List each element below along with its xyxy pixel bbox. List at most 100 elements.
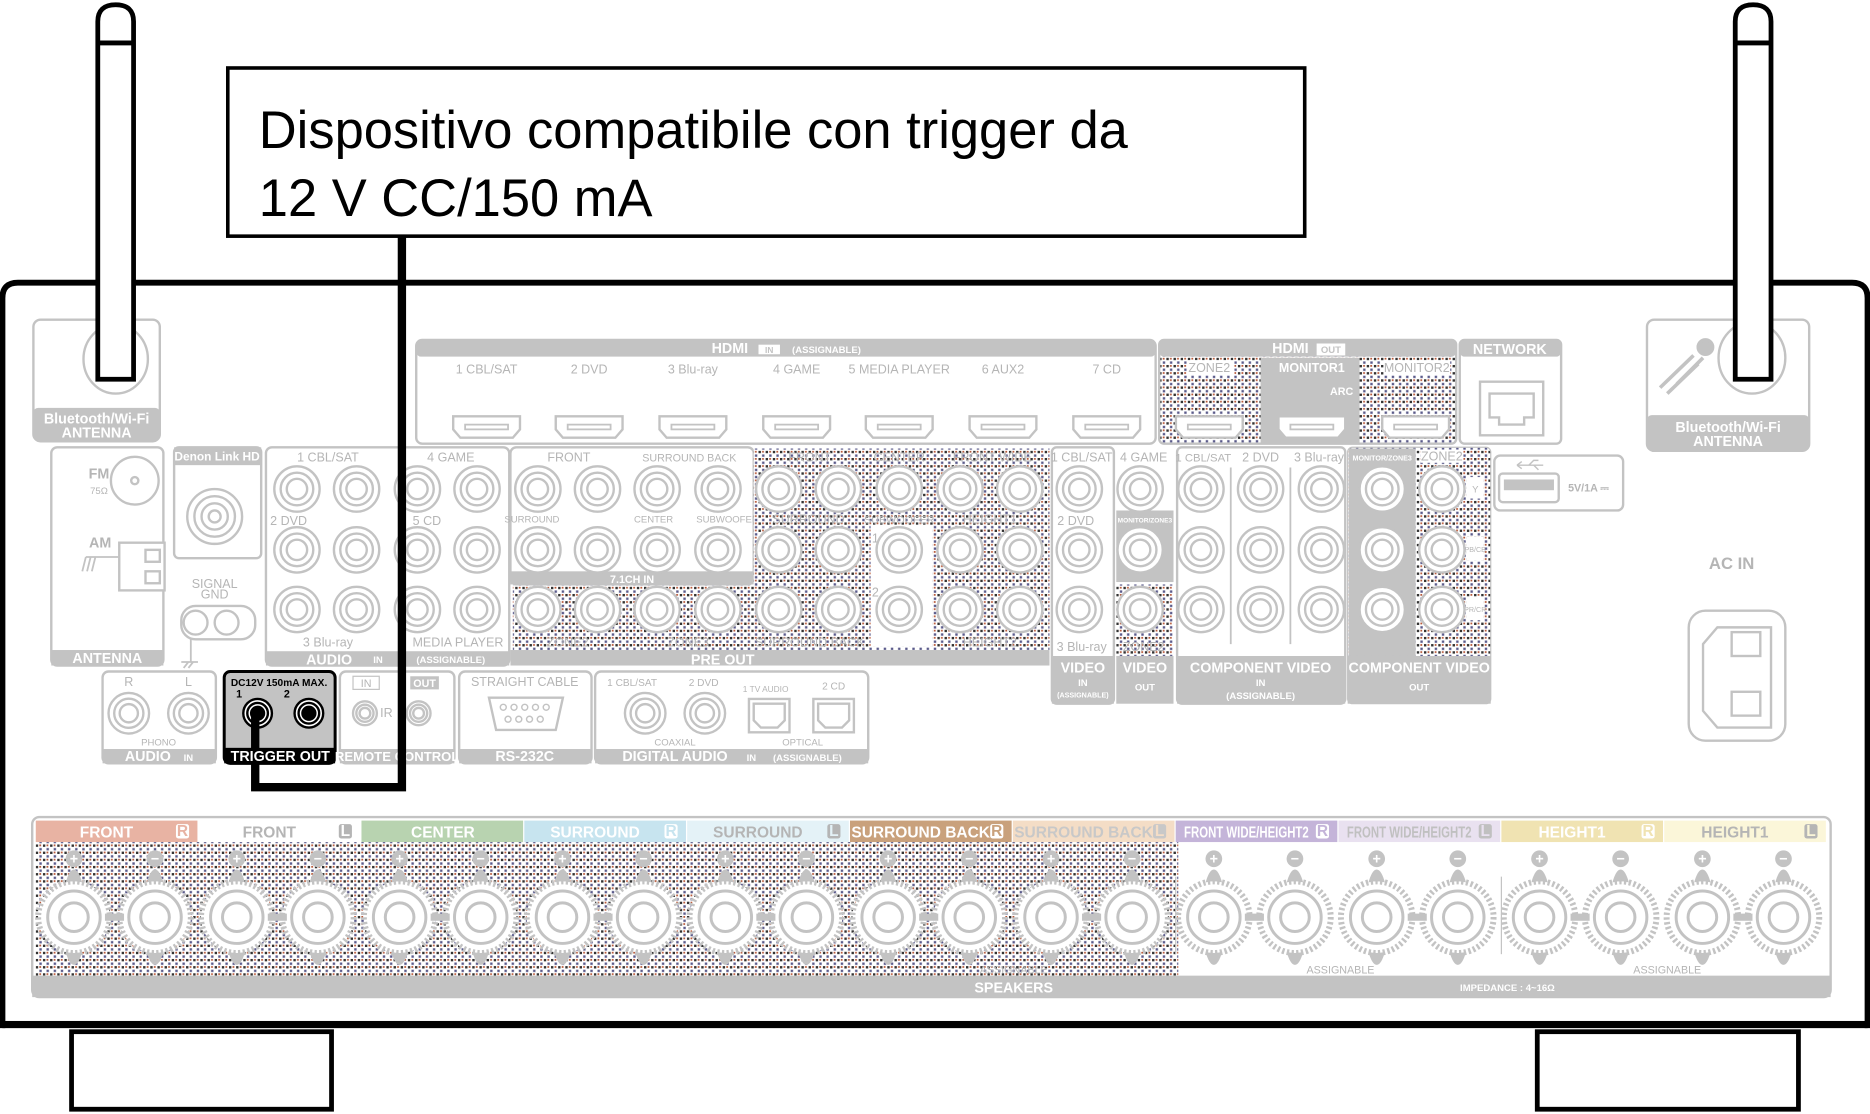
hdmi-in-port[interactable] — [762, 415, 832, 439]
component-jack[interactable] — [1418, 525, 1466, 574]
pre-out-jack[interactable] — [875, 465, 924, 513]
audio-in-jack[interactable] — [453, 525, 501, 574]
pre-out-jack[interactable] — [814, 465, 863, 513]
speaker-terminal-minus[interactable]: − — [604, 850, 683, 965]
hdmi-in-port[interactable] — [864, 415, 934, 439]
component-jack[interactable] — [1297, 525, 1346, 574]
video-jack[interactable] — [1055, 465, 1104, 513]
audio-in-jack[interactable] — [332, 585, 381, 634]
phono-jack[interactable] — [107, 691, 151, 735]
pre-out-jack[interactable] — [995, 465, 1044, 513]
pre-out-jack[interactable] — [936, 465, 984, 513]
speaker-terminal-minus[interactable]: − — [441, 850, 520, 965]
component-jack[interactable] — [1236, 465, 1285, 513]
speaker-terminal-minus[interactable]: − — [1419, 850, 1497, 965]
audio-in-jack[interactable] — [273, 465, 321, 513]
fm-antenna-jack[interactable] — [109, 455, 160, 506]
component-jack[interactable] — [1297, 465, 1346, 513]
hdmi-in-port[interactable] — [451, 415, 522, 439]
pre-out-jack[interactable] — [754, 465, 803, 513]
ch71-in-jack[interactable] — [694, 525, 742, 574]
ir-out-jack[interactable] — [405, 700, 432, 727]
pre-out-jack[interactable] — [814, 585, 863, 634]
component-jack[interactable] — [1177, 465, 1225, 513]
component-jack[interactable] — [1418, 465, 1466, 513]
speaker-terminal-minus[interactable]: − — [279, 850, 357, 965]
speaker-terminal-minus[interactable]: − — [1581, 850, 1660, 965]
pre-out-jack[interactable] — [936, 585, 984, 634]
hdmi-out-port[interactable] — [1381, 415, 1451, 439]
video-jack[interactable] — [1055, 585, 1104, 634]
speaker-terminal-minus[interactable]: − — [1744, 850, 1823, 965]
coaxial-jack[interactable] — [623, 691, 667, 735]
speaker-terminal-minus[interactable]: − — [767, 850, 846, 965]
optical-port-1[interactable] — [747, 697, 791, 734]
pre-out-jack[interactable] — [754, 585, 803, 634]
ch71-in-jack[interactable] — [514, 465, 562, 513]
audio-in-jack[interactable] — [332, 465, 381, 513]
pre-out-jack[interactable] — [995, 585, 1044, 634]
speaker-terminal-plus[interactable]: + — [1175, 850, 1253, 965]
component-jack[interactable] — [1236, 585, 1285, 634]
pre-out-jack[interactable] — [633, 585, 681, 634]
pre-out-jack[interactable] — [875, 585, 924, 634]
ch71-in-jack[interactable] — [573, 525, 622, 574]
phono-jack[interactable] — [166, 691, 210, 735]
ch71-in-jack[interactable] — [573, 465, 622, 513]
pre-out-jack[interactable] — [936, 525, 984, 574]
ir-in-jack[interactable] — [351, 700, 379, 727]
rs232c-port[interactable] — [487, 696, 565, 732]
speaker-terminal-plus[interactable]: + — [35, 850, 113, 965]
ch71-in-jack[interactable] — [514, 525, 562, 574]
audio-in-label: 2 DVD — [270, 514, 307, 528]
component-jack[interactable] — [1358, 525, 1407, 574]
audio-in-jack[interactable] — [332, 525, 381, 574]
audio-in-jack[interactable] — [453, 585, 501, 634]
pre-out-jack[interactable] — [573, 585, 622, 634]
video-jack[interactable] — [1116, 525, 1164, 574]
speaker-terminal-plus[interactable]: + — [1012, 850, 1090, 965]
component-jack[interactable] — [1297, 585, 1346, 634]
ethernet-port[interactable] — [1478, 380, 1545, 437]
video-jack[interactable] — [1116, 465, 1164, 513]
component-jack[interactable] — [1177, 525, 1225, 574]
hdmi-out-port[interactable] — [1174, 415, 1244, 439]
speaker-terminal-plus[interactable]: + — [849, 850, 927, 965]
speaker-terminal-plus[interactable]: + — [1663, 850, 1742, 965]
video-in-title: VIDEO — [1061, 661, 1105, 677]
speaker-terminal-minus[interactable]: − — [930, 850, 1009, 965]
denon-link-jack[interactable] — [186, 487, 244, 546]
video-jack[interactable] — [1055, 525, 1104, 574]
ch71-in-jack[interactable] — [633, 465, 681, 513]
speaker-terminal-plus[interactable]: + — [686, 850, 765, 965]
speaker-terminal-minus[interactable]: − — [116, 850, 194, 965]
speaker-terminal-minus[interactable]: − — [1093, 850, 1171, 965]
ch71-in-jack[interactable] — [633, 525, 681, 574]
hdmi-in-port[interactable] — [658, 415, 728, 439]
component-jack[interactable] — [1358, 465, 1407, 513]
hdmi-in-port[interactable] — [968, 415, 1038, 439]
component-jack[interactable] — [1358, 585, 1407, 634]
component-jack[interactable] — [1418, 585, 1466, 634]
audio-in-jack[interactable] — [273, 585, 321, 634]
pre-out-jack[interactable] — [814, 525, 863, 574]
hdmi-in-port[interactable] — [1072, 415, 1142, 439]
hdmi-out-port[interactable] — [1277, 415, 1347, 439]
optical-port-2[interactable] — [812, 697, 856, 734]
trigger-out-jack-2[interactable] — [293, 697, 325, 729]
pre-out-jack[interactable] — [694, 585, 742, 634]
coaxial-jack[interactable] — [683, 691, 727, 735]
audio-in-jack[interactable] — [453, 465, 501, 513]
audio-in-jack[interactable] — [273, 525, 321, 574]
pre-out-jack[interactable] — [995, 525, 1044, 574]
component-jack[interactable] — [1177, 585, 1225, 634]
component-jack[interactable] — [1236, 525, 1285, 574]
hdmi-in-port[interactable] — [554, 415, 624, 439]
ch71-in-jack[interactable] — [694, 465, 742, 513]
pre-out-jack[interactable] — [875, 525, 924, 574]
pre-out-jack[interactable] — [514, 585, 562, 634]
speaker-terminal-minus[interactable]: − — [1256, 850, 1334, 965]
video-jack[interactable] — [1116, 585, 1164, 634]
pre-out-jack[interactable] — [754, 525, 803, 574]
speaker-terminal-plus[interactable]: + — [360, 850, 439, 965]
